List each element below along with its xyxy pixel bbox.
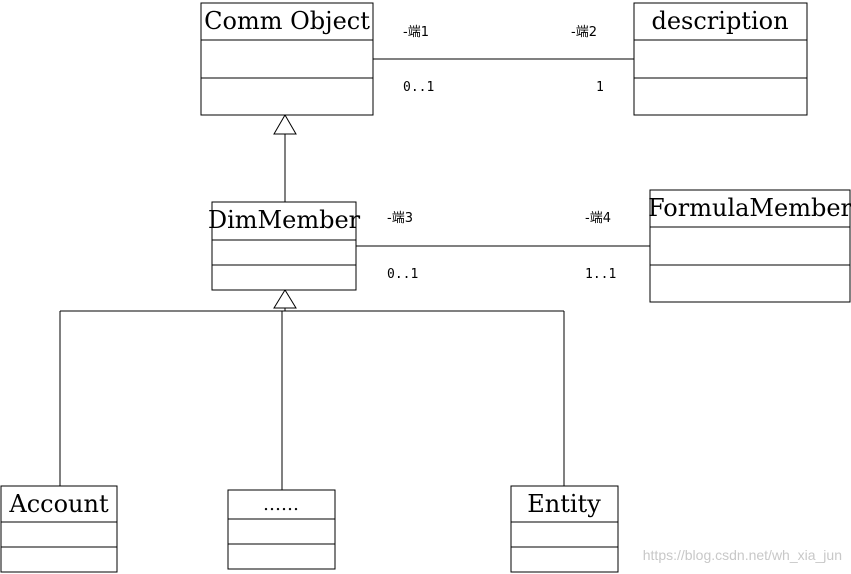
class-name: Entity bbox=[527, 490, 601, 518]
role-label-end3: -端3 bbox=[387, 211, 413, 226]
multiplicity-end4: 1..1 bbox=[585, 267, 616, 282]
multiplicity-end2: 1 bbox=[596, 80, 604, 95]
role-label-end2: -端2 bbox=[571, 25, 597, 40]
multiplicity-end1: 0..1 bbox=[403, 80, 434, 95]
class-name: FormulaMember bbox=[648, 194, 851, 222]
class-name: description bbox=[651, 7, 788, 35]
class-name: Account bbox=[8, 490, 109, 518]
class-name: DimMember bbox=[208, 206, 361, 234]
inheritance-arrowhead-icon bbox=[273, 289, 297, 309]
multiplicity-end3: 0..1 bbox=[387, 267, 418, 282]
class-name: …… bbox=[263, 494, 299, 515]
class-account[interactable]: Account bbox=[0, 485, 118, 573]
class-name: Comm Object bbox=[204, 7, 370, 35]
role-label-end1: -端1 bbox=[403, 25, 429, 40]
class-entity[interactable]: Entity bbox=[510, 485, 619, 573]
class-comm-object[interactable]: Comm Object bbox=[200, 2, 374, 116]
watermark-text: https://blog.csdn.net/wh_xia_jun bbox=[643, 547, 842, 563]
class-ellipsis[interactable]: …… bbox=[227, 489, 336, 570]
role-label-end4: -端4 bbox=[585, 211, 611, 226]
class-dim-member[interactable]: DimMember bbox=[208, 201, 361, 291]
class-formula-member[interactable]: FormulaMember bbox=[648, 189, 851, 303]
inheritance-arrowhead-icon bbox=[273, 114, 297, 135]
class-description[interactable]: description bbox=[633, 2, 808, 116]
